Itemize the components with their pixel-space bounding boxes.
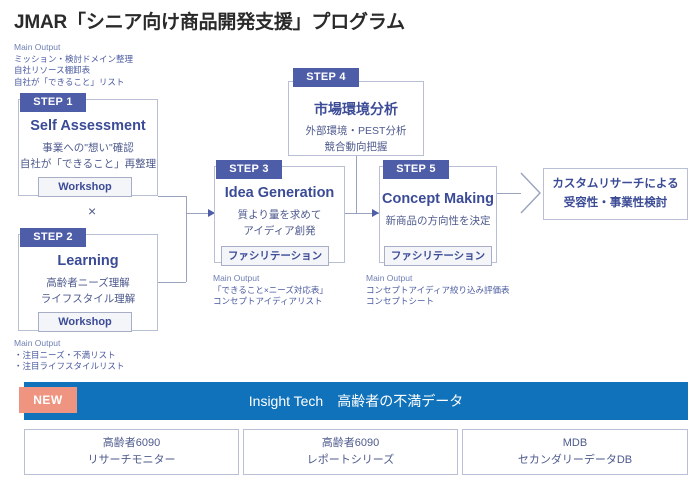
data-source-box-1[interactable]: 高齢者6090 リサーチモニター: [24, 429, 239, 475]
connector-step5-out: [497, 193, 521, 194]
main-output-note-step5: Main Output コンセプトアイディア絞り込み評価表 コンセプトシート: [366, 273, 509, 308]
data-source-line-1: 高齢者6090: [102, 437, 161, 449]
step-detail-2b: ライフスタイル理解: [40, 293, 136, 305]
step-tag-2[interactable]: Workshop: [38, 312, 132, 332]
note-line: ミッション・検討ドメイン整理: [14, 53, 134, 64]
page-title: JMAR「シニア向け商品開発支援」プログラム: [14, 12, 405, 33]
arrowhead-to-step5: [372, 209, 379, 217]
note-line: コンセプトシート: [366, 296, 435, 306]
note-heading: Main Output: [14, 42, 61, 52]
note-line: コンセプトアイディア絞り込み評価表: [366, 284, 510, 295]
connector-step4-down: [356, 155, 357, 213]
step-badge-2: STEP 2: [20, 228, 86, 247]
data-source-box-2[interactable]: 高齢者6090 レポートシリーズ: [243, 429, 458, 475]
result-line-1: カスタムリサーチによる: [552, 178, 679, 190]
main-output-note-step3: Main Output 「できること×ニーズ対応表」 コンセプトアイディアリスト: [213, 273, 328, 308]
data-source-line-1: MDB: [562, 437, 588, 449]
note-heading: Main Output: [213, 273, 260, 283]
main-output-note-top-left: Main Output ミッション・検討ドメイン整理 自社リソース棚卸表 自社が…: [14, 42, 133, 88]
step-badge-1: STEP 1: [20, 93, 86, 112]
step-tag-5[interactable]: ファシリテーション: [384, 246, 492, 266]
step-badge-5: STEP 5: [383, 160, 449, 179]
step-detail-3b: アイディア創発: [243, 225, 316, 237]
chevron-right-icon: [520, 172, 541, 214]
data-source-box-3[interactable]: MDB セカンダリーデータDB: [462, 429, 688, 475]
step-badge-3: STEP 3: [216, 160, 282, 179]
step-tag-3[interactable]: ファシリテーション: [221, 246, 329, 266]
connector-to-step3: [186, 213, 214, 214]
note-line: 自社リソース棚卸表: [14, 65, 91, 75]
step-title-1: Self Assessment: [30, 118, 146, 134]
connector-step2-out: [158, 282, 186, 283]
step-detail-4b: 競合動向把握: [324, 141, 388, 153]
main-output-note-step2: Main Output ・注目ニーズ・不満リスト ・注目ライフスタイルリスト: [14, 338, 125, 373]
step-card-4[interactable]: 市場環境分析 外部環境・PEST分析 競合動向把握: [288, 81, 424, 156]
connector-merge-12: [186, 196, 187, 282]
data-source-line-1: 高齢者6090: [321, 437, 380, 449]
step-badge-4: STEP 4: [293, 68, 359, 87]
data-band: Insight Tech 高齢者の不満データ: [24, 382, 688, 420]
result-line-2: 受容性・事業性検討: [563, 197, 668, 209]
arrowhead-to-step3: [208, 209, 215, 217]
data-band-label: Insight Tech 高齢者の不満データ: [248, 393, 464, 409]
note-line: ・注目ライフスタイルリスト: [14, 361, 125, 371]
step-detail-3a: 質より量を求めて: [237, 209, 322, 221]
note-line: コンセプトアイディアリスト: [213, 296, 323, 306]
step-detail-4a: 外部環境・PEST分析: [305, 125, 407, 137]
step-detail-5a: 新商品の方向性を決定: [385, 215, 491, 227]
connector-step1-out: [158, 196, 186, 197]
operator-symbol: ×: [88, 203, 97, 219]
data-source-line-2: レポートシリーズ: [306, 454, 395, 466]
note-line: 「できること×ニーズ対応表」: [213, 284, 328, 295]
data-source-line-2: リサーチモニター: [87, 454, 176, 466]
note-line: ・注目ニーズ・不満リスト: [14, 349, 116, 360]
step-detail-2a: 高齢者ニーズ理解: [46, 277, 130, 289]
note-heading: Main Output: [366, 273, 413, 283]
new-badge: NEW: [19, 387, 77, 413]
result-box[interactable]: カスタムリサーチによる 受容性・事業性検討: [543, 168, 688, 220]
step-title-4: 市場環境分析: [314, 101, 398, 117]
step-title-2: Learning: [57, 253, 119, 269]
step-detail-1a: 事業への"想い"確認: [42, 142, 134, 154]
note-line: 自社が「できること」リスト: [14, 76, 125, 87]
data-source-line-2: セカンダリーデータDB: [517, 454, 633, 466]
connector-step3-to-step5: [345, 213, 379, 214]
step-title-5: Concept Making: [382, 191, 494, 207]
step-title-3: Idea Generation: [224, 185, 335, 201]
note-heading: Main Output: [14, 338, 61, 348]
step-tag-1[interactable]: Workshop: [38, 177, 132, 197]
step-detail-1b: 自社が「できること」再整理: [19, 158, 157, 170]
